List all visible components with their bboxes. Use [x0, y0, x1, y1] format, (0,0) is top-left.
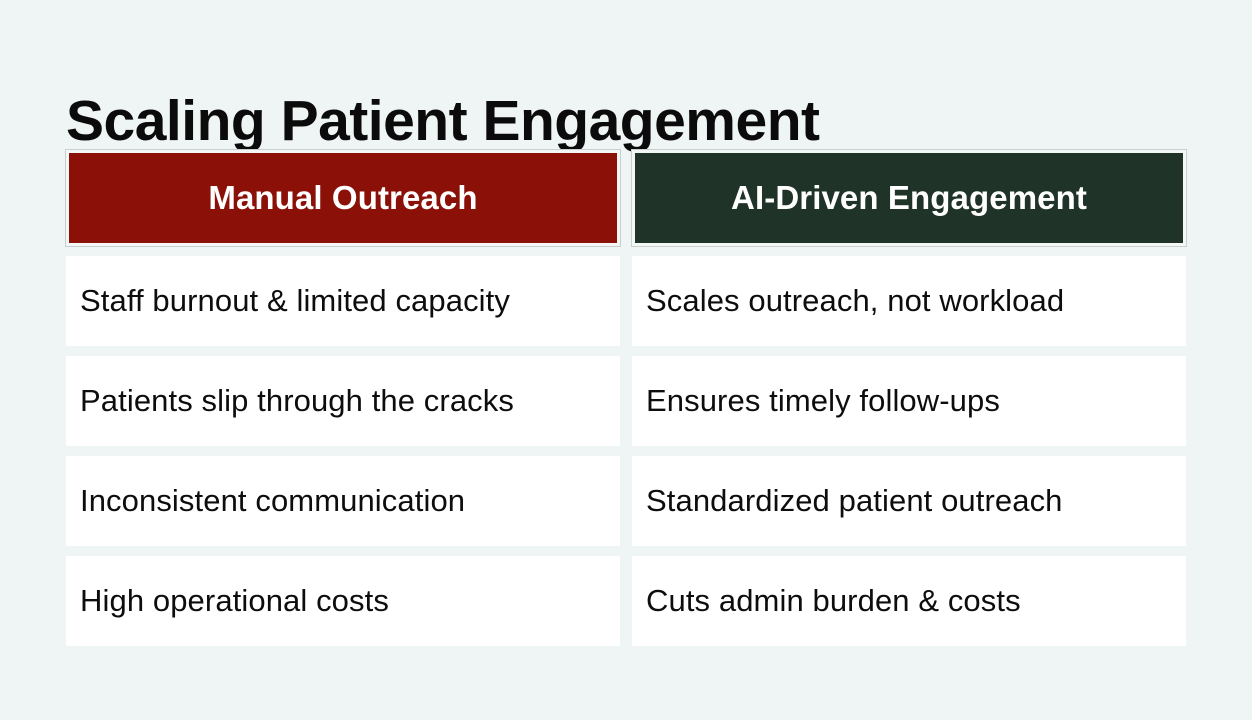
table-header-ai-driven-engagement: AI-Driven Engagement: [631, 149, 1187, 247]
table-cell-ai: Ensures timely follow-ups: [632, 356, 1186, 446]
table-row: High operational costs Cuts admin burden…: [66, 556, 1186, 646]
table-header-manual-outreach: Manual Outreach: [65, 149, 621, 247]
table-cell-ai: Cuts admin burden & costs: [632, 556, 1186, 646]
table-body: Staff burnout & limited capacity Scales …: [66, 256, 1186, 646]
table-cell-manual: Staff burnout & limited capacity: [66, 256, 620, 346]
table-cell-text: Patients slip through the cracks: [80, 383, 514, 419]
page-title: Scaling Patient Engagement: [66, 89, 820, 154]
table-row: Patients slip through the cracks Ensures…: [66, 356, 1186, 446]
table-cell-text: Ensures timely follow-ups: [646, 383, 1000, 419]
table-cell-manual: Inconsistent communication: [66, 456, 620, 546]
table-cell-text: Scales outreach, not workload: [646, 283, 1065, 319]
table-cell-text: High operational costs: [80, 583, 389, 619]
table-row: Staff burnout & limited capacity Scales …: [66, 256, 1186, 346]
table-cell-ai: Standardized patient outreach: [632, 456, 1186, 546]
table-cell-text: Cuts admin burden & costs: [646, 583, 1021, 619]
comparison-table: Manual Outreach AI-Driven Engagement Sta…: [65, 149, 1187, 646]
table-cell-manual: Patients slip through the cracks: [66, 356, 620, 446]
table-row: Inconsistent communication Standardized …: [66, 456, 1186, 546]
table-header-label: Manual Outreach: [208, 179, 478, 217]
table-cell-ai: Scales outreach, not workload: [632, 256, 1186, 346]
table-cell-text: Staff burnout & limited capacity: [80, 283, 510, 319]
table-cell-manual: High operational costs: [66, 556, 620, 646]
table-header-label: AI-Driven Engagement: [731, 179, 1087, 217]
table-cell-text: Standardized patient outreach: [646, 483, 1063, 519]
table-header-row: Manual Outreach AI-Driven Engagement: [65, 149, 1187, 247]
table-cell-text: Inconsistent communication: [80, 483, 466, 519]
